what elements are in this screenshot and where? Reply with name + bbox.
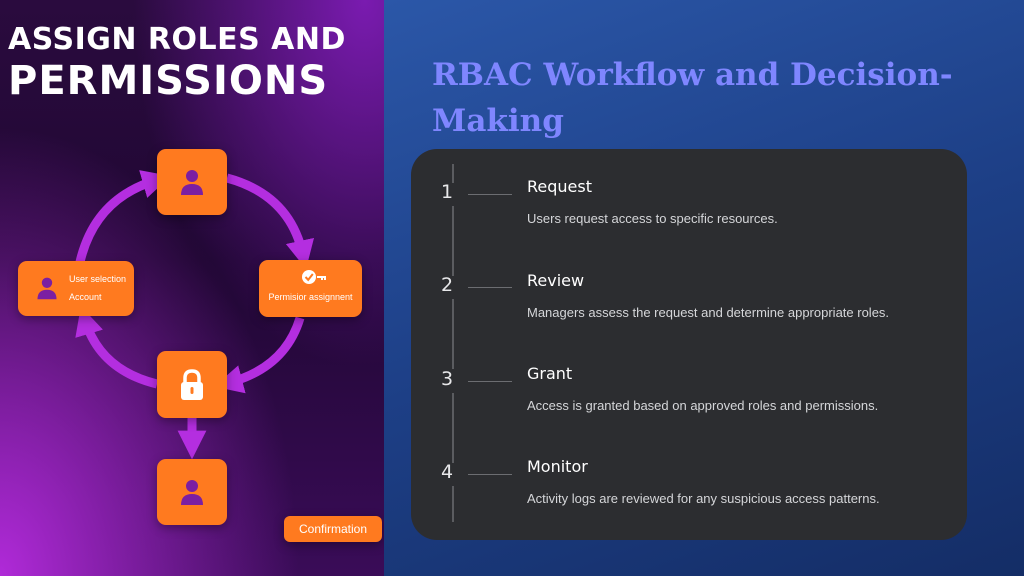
step-connector xyxy=(468,287,512,288)
step-connector xyxy=(468,474,512,475)
timeline-line-segment xyxy=(452,206,454,276)
step-description: Users request access to specific resourc… xyxy=(527,211,778,226)
arc-bottom-left xyxy=(75,306,159,389)
step-number: 3 xyxy=(441,368,454,390)
step-description: Access is granted based on approved role… xyxy=(527,398,879,413)
top-user-node xyxy=(157,149,227,215)
arc-right-bottom xyxy=(214,316,305,394)
lock-icon xyxy=(181,368,203,400)
step-title: Request xyxy=(527,177,592,196)
page-title: RBAC Workflow and Decision-Making xyxy=(432,57,953,139)
permission-assignment-label: Permisior assignnent xyxy=(268,292,353,302)
timeline-line-segment xyxy=(452,486,454,522)
confirmation-node: Confirmation xyxy=(284,516,382,542)
step-description: Managers assess the request and determin… xyxy=(527,305,890,320)
step-number: 4 xyxy=(441,461,454,483)
hero-title-line-2: PERMISSIONS xyxy=(8,58,329,104)
cycle-arrows xyxy=(75,170,315,460)
step-title: Review xyxy=(527,271,585,290)
timeline-line-segment xyxy=(452,299,454,369)
account-label: Account xyxy=(69,292,102,302)
hero-title-line-1: ASSIGN ROLES AND xyxy=(8,22,346,57)
confirmation-label: Confirmation xyxy=(298,522,368,536)
step-title: Monitor xyxy=(527,457,588,476)
timeline-line-segment xyxy=(452,393,454,463)
timeline-line-segment xyxy=(452,164,454,183)
step-title: Grant xyxy=(527,364,573,383)
step-number: 1 xyxy=(441,181,454,203)
user-icon xyxy=(181,170,203,195)
center-lock-node xyxy=(157,351,227,418)
user-selection-node: User selection Account xyxy=(18,261,134,316)
step-connector xyxy=(468,381,512,382)
step-description: Activity logs are reviewed for any suspi… xyxy=(527,491,880,506)
permission-assignment-node: Permisior assignnent xyxy=(259,260,362,317)
arc-left-top xyxy=(75,170,171,264)
bottom-user-node xyxy=(157,459,227,525)
workflow-steps-panel: 1 Request Users request access to specif… xyxy=(411,149,967,540)
user-icon xyxy=(181,480,203,505)
checkmark-key-icon xyxy=(302,270,326,284)
step-number: 2 xyxy=(441,274,454,296)
left-illustration-panel: ASSIGN ROLES AND PERMISSIONS User select… xyxy=(0,0,384,576)
user-icon xyxy=(37,277,57,300)
step-connector xyxy=(468,194,512,195)
arc-top-right xyxy=(225,173,315,270)
user-selection-label: User selection xyxy=(69,274,127,284)
